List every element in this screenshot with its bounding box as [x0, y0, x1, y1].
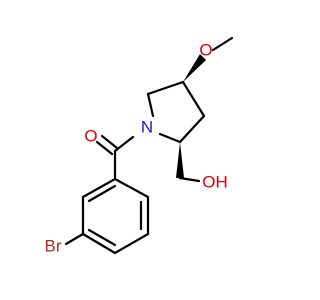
- atom-label-layer: O N O OH Br: [45, 41, 228, 256]
- atom-carbonyl-oxygen: O: [84, 127, 97, 146]
- bond-methylene-hydroxyl: [178, 176, 201, 183]
- bond-benzene-4: [81, 232, 117, 255]
- bond-layer: [64, 36, 234, 255]
- bond-pyrrolidine-n-c5: [146, 92, 155, 118]
- stereo-wedge-hydroxymethyl: [176, 142, 184, 178]
- molecule-structure-diagram: O N O OH Br: [45, 36, 234, 256]
- bond-benzene-inner-2: [87, 228, 117, 247]
- bond-pyrrolidine-c3-c2: [178, 114, 206, 144]
- stereo-wedge-methoxy: [183, 54, 206, 82]
- bond-benzene-inner-3: [87, 184, 117, 203]
- bond-methoxy-methyl: [211, 36, 234, 52]
- bond-pyrrolidine-c2-n: [158, 132, 182, 144]
- bond-pyrrolidine-c5-c4: [146, 80, 185, 96]
- atom-methoxy-oxygen: O: [199, 41, 212, 60]
- bond-pyrrolidine-c4-c3: [181, 80, 206, 118]
- atom-bromine: Br: [45, 237, 62, 256]
- atom-hydroxyl-group: OH: [202, 173, 228, 192]
- bond-benzene-1: [113, 177, 150, 199]
- bond-carbonyl-double-b: [95, 140, 114, 156]
- atom-ring-nitrogen: N: [141, 118, 153, 137]
- bond-ring-bromine: [64, 232, 85, 246]
- bond-carbonyl-nitrogen: [113, 135, 135, 153]
- bond-benzene-3: [113, 232, 150, 255]
- bond-benzene-6: [81, 177, 117, 199]
- bond-carbonyl-double-a: [100, 134, 119, 150]
